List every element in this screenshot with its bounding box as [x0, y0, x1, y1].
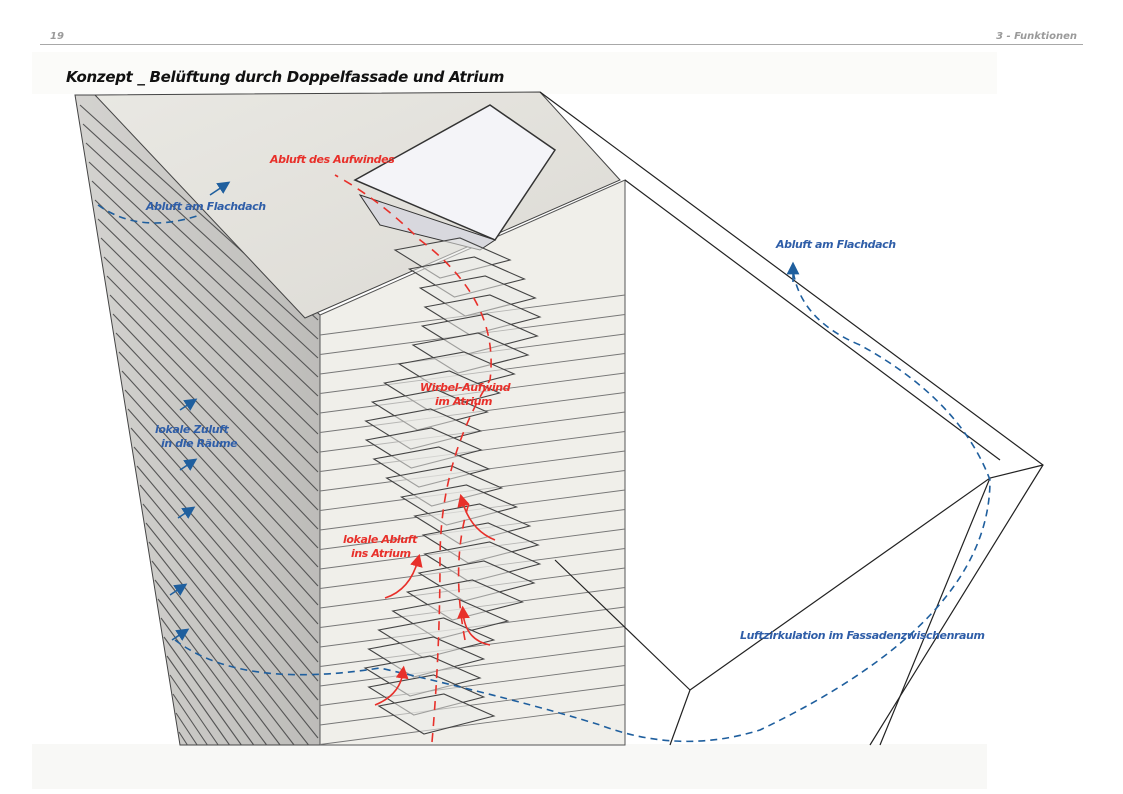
- floor-line: [319, 645, 626, 687]
- facade-slat: [148, 541, 309, 746]
- facade-slat: [121, 370, 319, 587]
- facade-slat: [82, 123, 319, 340]
- page-number: 19: [50, 31, 64, 42]
- label-local-exhaust: lokale Abluft ins Atrium: [343, 533, 417, 561]
- arrow-icon: [374, 665, 409, 706]
- arrow-icon: [171, 628, 190, 641]
- facade-slat: [142, 503, 319, 720]
- floor-line: [319, 684, 626, 726]
- title-band: [32, 52, 997, 94]
- facade-slat: [175, 712, 198, 746]
- roof-exhaust-flow-left: [97, 204, 201, 224]
- label-circulation: Luftzirkulation im Fassadenzwischenraum: [740, 629, 985, 642]
- label-exhaust-updraft: Abluft des Aufwindes: [270, 153, 395, 166]
- facade-slat: [85, 142, 319, 359]
- arrow-icon: [209, 181, 231, 196]
- arrow-icon: [384, 553, 423, 599]
- blue-arrows: [169, 181, 800, 641]
- arrow-icon: [457, 605, 491, 646]
- facade-slat: [172, 693, 208, 746]
- facade-slat: [178, 731, 188, 746]
- facade-slat: [100, 237, 319, 454]
- facade-slat: [118, 351, 319, 568]
- facade-slat: [112, 313, 319, 530]
- facade-slat: [130, 427, 319, 644]
- facade-slat: [88, 161, 319, 378]
- arrow-icon: [169, 583, 188, 596]
- facade-slat: [91, 180, 319, 397]
- facade-slat: [133, 446, 319, 663]
- facade-slats: [79, 104, 319, 746]
- facade-slat: [145, 522, 319, 739]
- updraft-flow-secondary: [457, 499, 471, 641]
- facade-slat: [115, 332, 319, 549]
- circulation-flow: [174, 269, 991, 743]
- facade-slat: [166, 655, 230, 746]
- arrow-icon: [457, 493, 496, 541]
- floor-line: [319, 626, 626, 667]
- double-facade-box: [539, 91, 1044, 746]
- facade-slat: [139, 484, 319, 701]
- updraft-flow: [334, 174, 492, 743]
- bottom-band: [32, 744, 987, 789]
- facade-slat: [157, 598, 268, 746]
- facade-slat: [106, 275, 319, 492]
- label-exhaust-roof-right: Abluft am Flachdach: [776, 238, 896, 251]
- red-arrows: [374, 493, 496, 706]
- header-rule: [40, 44, 1083, 45]
- label-local-exhaust-line2: ins Atrium: [351, 547, 411, 560]
- facade-slat: [94, 199, 319, 416]
- facade-slat: [136, 465, 319, 682]
- facade-slat: [109, 294, 319, 511]
- facade-slat: [169, 674, 219, 746]
- label-supply-line1: lokale Zuluft: [155, 423, 229, 436]
- facade-slat: [124, 389, 319, 606]
- atrium-floor-plate: [377, 693, 496, 735]
- label-vortex-line1: Wirbel-Aufwind: [420, 381, 511, 394]
- label-supply-line2: in die Räume: [161, 437, 238, 450]
- label-vortex: Wirbel-Aufwind im Atrium: [420, 381, 511, 409]
- label-vortex-line2: im Atrium: [435, 395, 493, 408]
- arrow-icon: [177, 506, 196, 519]
- floor-line: [319, 704, 626, 745]
- facade-slat: [97, 218, 319, 435]
- label-exhaust-roof-left: Abluft am Flachdach: [146, 200, 266, 213]
- facade-slat: [127, 408, 319, 625]
- floor-line: [319, 665, 626, 706]
- page-title: Konzept _ Belüftung durch Doppelfassade …: [66, 68, 505, 86]
- label-supply: lokale Zuluft in die Räume: [155, 423, 238, 451]
- label-local-exhaust-line1: lokale Abluft: [343, 533, 417, 546]
- arrow-icon: [179, 398, 198, 411]
- arrow-icon: [179, 458, 198, 471]
- chapter-title: 3 - Funktionen: [996, 31, 1077, 42]
- facade-slat: [163, 636, 242, 746]
- skylight: [353, 104, 557, 241]
- facade-slat: [103, 256, 319, 473]
